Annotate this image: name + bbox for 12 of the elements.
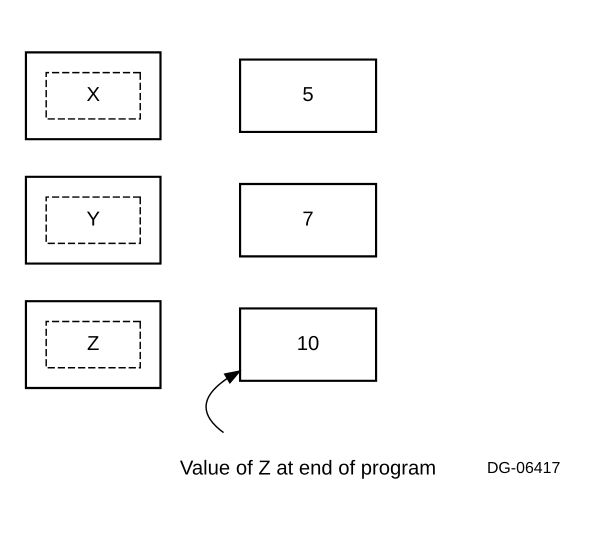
node-text: Value of Z at end of program (180, 457, 436, 480)
cluster (24, 300, 162, 390)
node-box: 5 (238, 58, 378, 134)
node-box: X (45, 72, 141, 120)
node-box: 7 (238, 182, 378, 258)
cluster (24, 51, 162, 140)
label: DG-06417 (486, 460, 560, 478)
node-box: 10 (238, 307, 378, 382)
cluster (24, 176, 162, 265)
node-box: Z (45, 320, 141, 368)
node-box: Y (45, 196, 141, 244)
arrow (205, 370, 242, 434)
